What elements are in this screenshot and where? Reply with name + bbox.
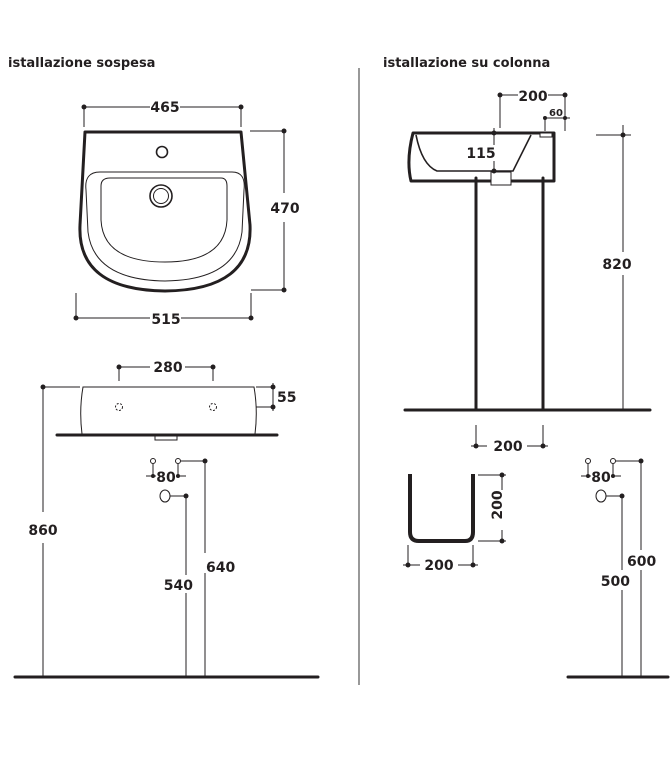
dimension-200-top: 200	[497, 89, 568, 131]
dimension-200-section-height: 200	[478, 472, 506, 544]
dimension-200-pedestal: 200	[471, 425, 548, 455]
title-pedestal: istallazione su colonna	[383, 56, 550, 71]
dimension-860: 860	[28, 384, 80, 677]
basin-top-view	[78, 130, 252, 293]
svg-text:200: 200	[424, 558, 453, 574]
basin-side-view	[407, 131, 556, 412]
supply-drain-left: 80 640 540	[146, 458, 235, 677]
svg-text:640: 640	[206, 560, 235, 576]
svg-text:280: 280	[153, 360, 182, 376]
supply-drain-right: 80 600 500	[581, 458, 656, 677]
svg-text:820: 820	[602, 257, 631, 273]
svg-text:80: 80	[591, 470, 611, 486]
svg-text:860: 860	[28, 523, 57, 539]
svg-text:540: 540	[164, 578, 193, 594]
dimension-820: 820	[596, 125, 632, 410]
svg-text:60: 60	[549, 108, 563, 119]
pedestal-section	[408, 474, 475, 543]
svg-text:200: 200	[490, 490, 506, 519]
svg-text:80: 80	[156, 470, 176, 486]
dimension-55: 55	[256, 383, 296, 411]
svg-text:200: 200	[518, 89, 547, 105]
svg-text:470: 470	[270, 201, 299, 217]
basin-front-view	[55, 386, 279, 441]
svg-text:600: 600	[627, 554, 656, 570]
dimension-60: 60	[543, 108, 570, 131]
svg-text:200: 200	[493, 439, 522, 455]
svg-text:115: 115	[466, 146, 495, 162]
dimension-115: 115	[466, 128, 497, 174]
svg-text:500: 500	[601, 574, 630, 590]
title-wall-hung: istallazione sospesa	[8, 56, 155, 71]
dimension-200-section-width: 200	[403, 545, 478, 574]
svg-text:465: 465	[150, 100, 179, 116]
dimension-465: 465	[81, 100, 244, 127]
dimension-280: 280	[116, 360, 216, 381]
svg-text:515: 515	[151, 312, 180, 328]
svg-text:55: 55	[277, 390, 296, 406]
dimension-515: 515	[73, 293, 254, 328]
dimension-470: 470	[250, 128, 300, 293]
